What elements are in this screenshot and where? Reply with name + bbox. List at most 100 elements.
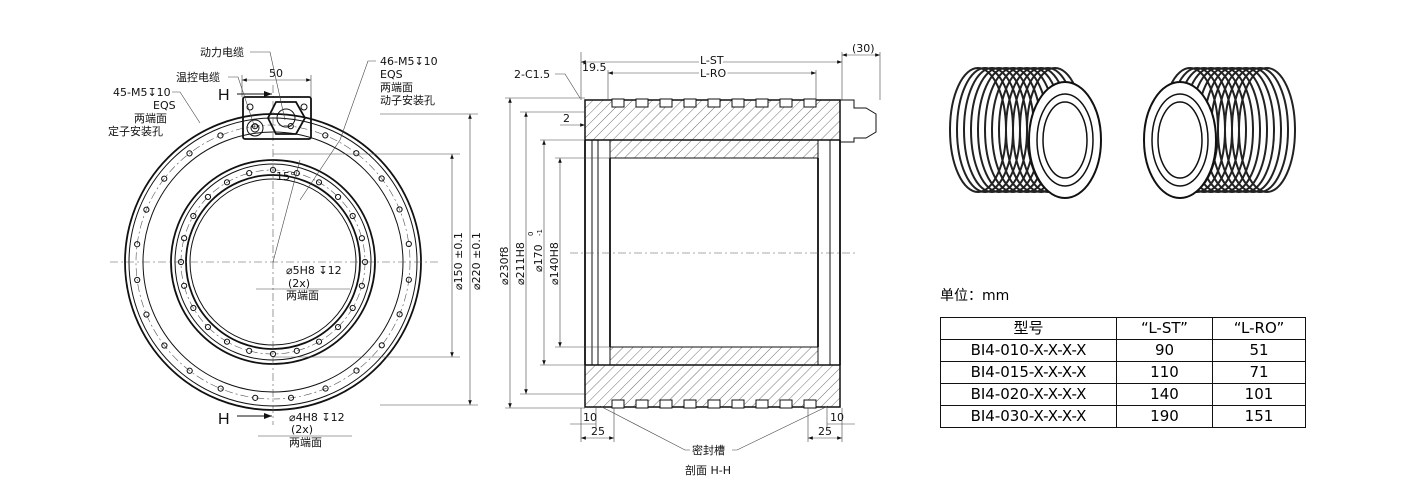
mounting-hole: [190, 304, 197, 312]
section-connector: [839, 99, 877, 143]
cooling-groove: [803, 98, 817, 108]
mounting-hole: [349, 212, 356, 220]
cooling-groove: [731, 399, 745, 409]
mounting-hole: [353, 150, 360, 157]
mounting-hole: [204, 193, 212, 201]
mounting-hole: [396, 206, 403, 213]
power-cable-label: 动力电缆: [200, 46, 244, 59]
mounting-hole: [246, 347, 253, 354]
mounting-hole: [322, 132, 329, 139]
cooling-groove: [659, 399, 673, 409]
bore: [1042, 101, 1088, 179]
dim-50: 50: [269, 67, 283, 80]
dim-25-left: 25: [591, 425, 605, 438]
dim-25-right: 25: [818, 425, 832, 438]
cooling-groove: [707, 98, 721, 108]
cell-l-ro: 151: [1212, 405, 1306, 428]
cell-l-st: 140: [1116, 383, 1213, 406]
cooling-fin: [1224, 67, 1282, 193]
pin-top-faces: 两端面: [286, 289, 319, 302]
cooling-groove: [611, 399, 625, 409]
rotor-hole-pattern: [177, 166, 369, 358]
mounting-hole: [293, 170, 300, 177]
cell-model: BI4-030-X-X-X-X: [940, 405, 1117, 428]
upper-rotor: [609, 139, 819, 159]
mounting-hole: [204, 323, 212, 331]
cell-model: BI4-010-X-X-X-X: [940, 339, 1117, 362]
mounting-hole: [161, 175, 168, 182]
dim-10-left: 10: [583, 411, 597, 424]
l-st-label: L-ST: [700, 54, 724, 67]
mounting-hole: [223, 338, 231, 345]
cooling-fin: [1217, 67, 1275, 193]
cell-l-st: 90: [1116, 339, 1213, 362]
cooling-groove: [611, 98, 625, 108]
mounting-hole: [181, 282, 188, 289]
connector-block: [242, 96, 312, 140]
mounting-hole: [405, 240, 412, 248]
cooling-groove: [779, 399, 793, 409]
dim-30-label: (30): [852, 42, 875, 55]
mounting-hole: [186, 150, 193, 157]
cooling-fin: [949, 67, 1007, 193]
l-ro-label: L-RO: [700, 67, 727, 80]
dia-230-label: ⌀230f8: [498, 247, 511, 286]
motor-render-front: [1143, 67, 1296, 199]
cooling-groove: [731, 98, 745, 108]
front-view: 50 H H 动力电缆 温控电缆 45-M5↧10 EQS 两端面 定子安装孔 …: [108, 46, 483, 449]
mounting-hole: [358, 235, 365, 242]
section-diameters: ⌀230f8 ⌀211H8 ⌀170 0 -1 ⌀140H8: [498, 97, 610, 409]
cell-l-ro: 51: [1212, 339, 1306, 362]
cooling-fin: [970, 67, 1028, 193]
cell-l-st: 190: [1116, 405, 1213, 428]
mounting-hole: [217, 132, 224, 139]
dia-170-tol-lower: -1: [536, 229, 544, 236]
header-model: 型号: [940, 317, 1117, 340]
table-header-row: 型号 “L-ST” “L-RO”: [940, 317, 1306, 340]
dia-170-tol-upper: 0: [527, 232, 535, 236]
cooling-groove: [683, 98, 697, 108]
rotor-hole-eqs: EQS: [380, 68, 403, 81]
dia-150-label: ⌀150 ±0.1: [452, 232, 465, 290]
mounting-hole: [405, 276, 412, 283]
mounting-hole: [358, 282, 365, 289]
rotor-hole-spec: 46-M5↧10: [380, 55, 438, 68]
dia-170-label: ⌀170: [532, 244, 545, 272]
cooling-groove: [683, 399, 697, 409]
mounting-hole: [334, 323, 342, 331]
cooling-fin: [1238, 67, 1296, 193]
mounting-hole: [349, 304, 356, 312]
cooling-groove: [707, 399, 721, 409]
stator-hole-eqs: EQS: [153, 99, 176, 112]
mounting-hole: [315, 179, 323, 186]
section-mark-bottom: H: [218, 411, 230, 428]
cell-model: BI4-020-X-X-X-X: [940, 383, 1117, 406]
cooling-fin: [1231, 67, 1289, 193]
dia-220-label: ⌀220 ±0.1: [470, 232, 483, 290]
angle-label: 15°: [276, 170, 296, 183]
cell-l-ro: 71: [1212, 361, 1306, 384]
lower-rotor: [609, 346, 819, 366]
mounting-hole: [315, 338, 323, 345]
dia-140-label: ⌀140H8: [548, 242, 561, 285]
mounting-hole: [143, 311, 150, 318]
chamfer-label: 2-C1.5: [514, 68, 550, 81]
cooling-groove: [659, 98, 673, 108]
mounting-hole: [143, 206, 150, 213]
section-view: L-ST (30) L-RO 19.5 2-C1.5 2 ⌀230f8 ⌀211…: [498, 42, 881, 477]
cooling-groove: [779, 98, 793, 108]
cooling-groove: [755, 399, 769, 409]
mounting-hole: [134, 276, 141, 284]
rotor-hole-desc: 动子安装孔: [380, 93, 435, 107]
mounting-hole: [353, 367, 360, 374]
mounting-hole: [396, 311, 403, 318]
bore: [1157, 101, 1203, 179]
mounting-hole: [252, 394, 259, 401]
mounting-hole: [269, 350, 277, 358]
temp-cable-label: 温控电缆: [176, 70, 220, 84]
header-l-ro: “L-RO”: [1212, 317, 1306, 340]
